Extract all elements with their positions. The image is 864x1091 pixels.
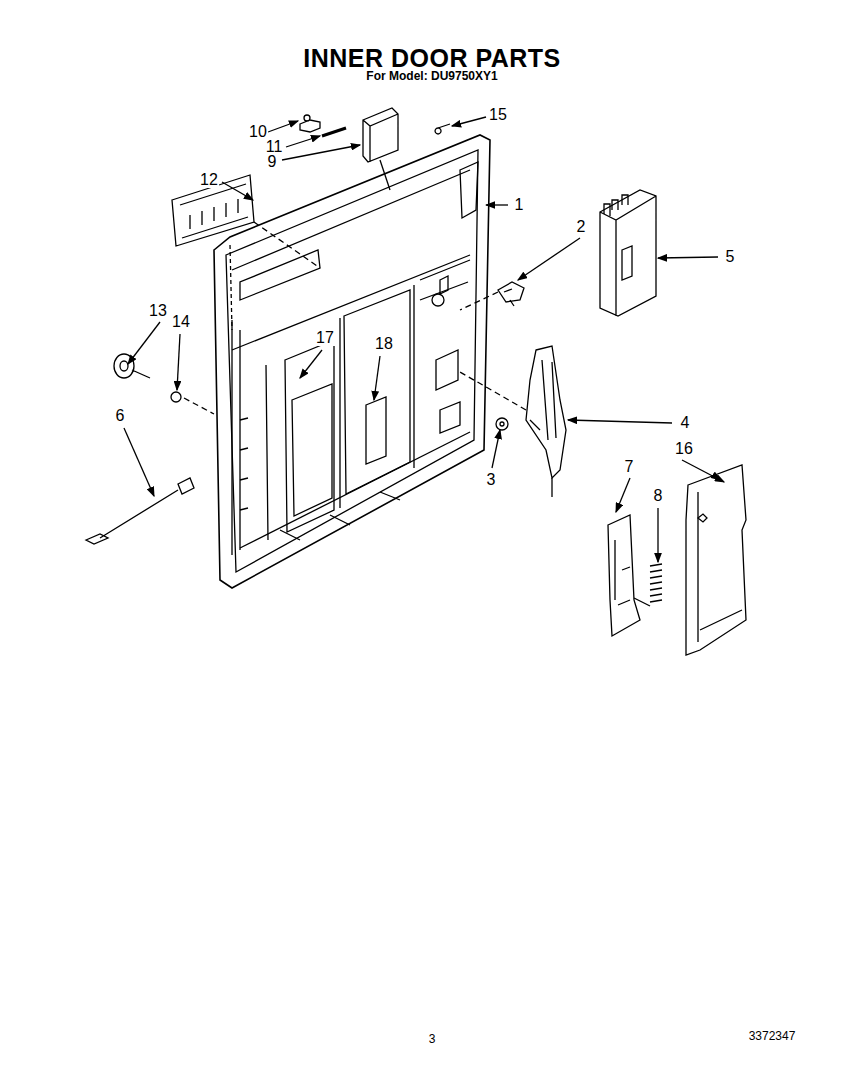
callout-number: 10 <box>248 124 268 140</box>
callout-number: 13 <box>148 303 168 319</box>
callout-number: 7 <box>624 459 635 475</box>
callout-number: 11 <box>265 139 284 155</box>
callout-number: 18 <box>374 336 394 352</box>
document-number: 3372347 <box>749 1030 796 1042</box>
diagram-title: INNER DOOR PARTS <box>303 46 561 71</box>
callout-number: 17 <box>315 330 335 346</box>
page-number: 3 <box>429 1033 436 1045</box>
model-subtitle: For Model: DU9750XY1 <box>366 70 497 82</box>
callout-number: 5 <box>725 249 736 265</box>
callout-number: 6 <box>115 408 126 424</box>
callout-number: 14 <box>171 314 191 330</box>
callout-number: 3 <box>486 472 497 488</box>
callout-number: 12 <box>199 172 219 188</box>
callout-number: 9 <box>267 154 278 170</box>
callout-number: 4 <box>680 415 691 431</box>
callout-number: 8 <box>653 488 664 504</box>
callout-number: 2 <box>576 219 587 235</box>
callout-number: 1 <box>514 197 525 213</box>
callout-number: 16 <box>674 441 694 457</box>
callout-number: 15 <box>488 107 508 123</box>
